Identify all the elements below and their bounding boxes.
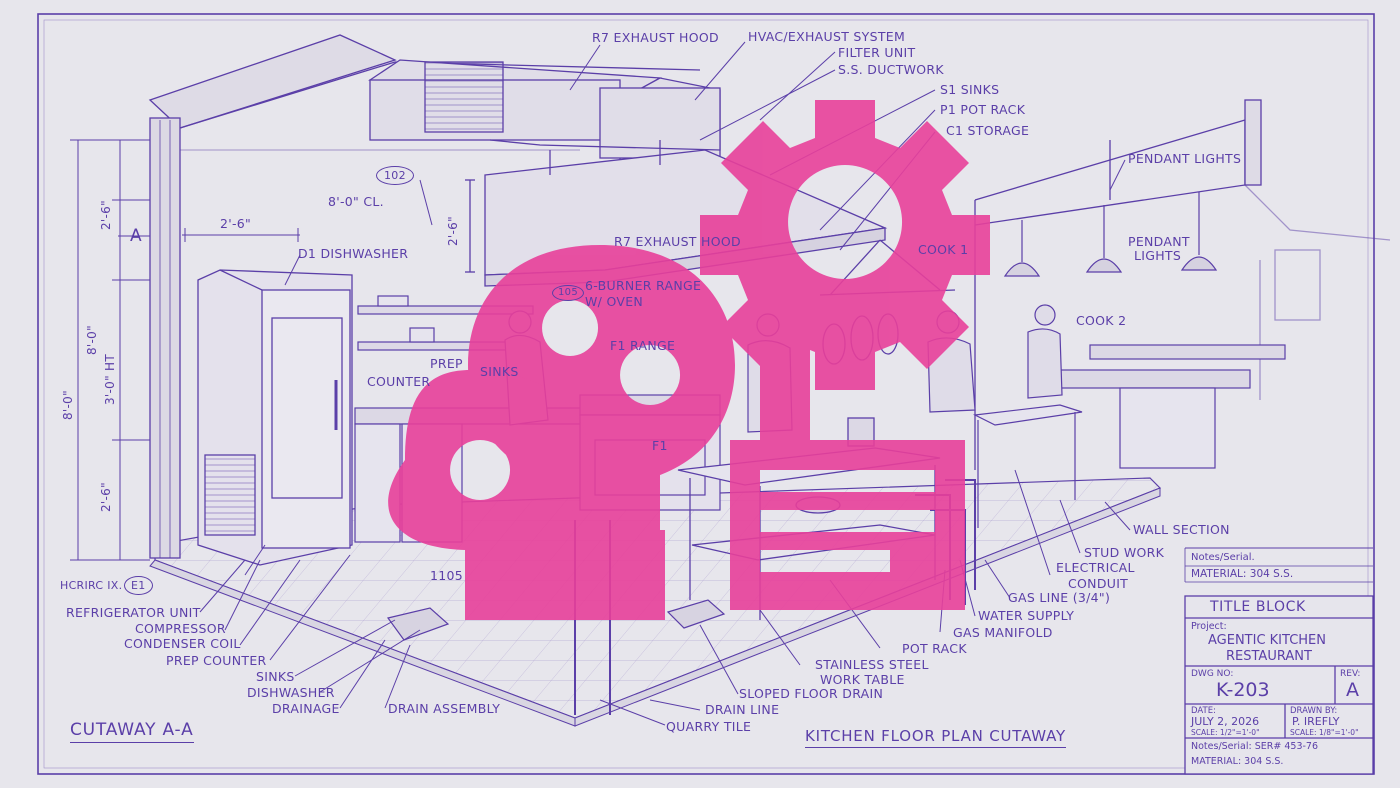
- label-cook-1: COOK 1: [918, 242, 969, 257]
- label-work-table: WORK TABLE: [820, 672, 905, 687]
- dim-left-total: 8'-0": [61, 390, 75, 420]
- label-f1: F1: [652, 438, 668, 453]
- label-conduit: CONDUIT: [1068, 576, 1129, 591]
- label-hvac-exhaust-system: HVAC/EXHAUST SYSTEM: [748, 29, 906, 44]
- label-pot-rack-bottom: POT RACK: [902, 641, 967, 656]
- label-gas-line: GAS LINE (3/4"): [1008, 590, 1111, 605]
- dwg-no-value: K-203: [1216, 679, 1270, 701]
- label-gas-manifold: GAS MANIFOLD: [953, 625, 1053, 640]
- label-hood-drop: 2'-6": [446, 216, 460, 246]
- label-ceiling-height: 8'-0" CL.: [328, 194, 384, 209]
- label-pendant: PENDANT: [1128, 234, 1190, 249]
- room-tag-102: 102: [376, 166, 414, 185]
- label-wall-section: WALL SECTION: [1133, 522, 1230, 537]
- label-drain-assembly: DRAIN ASSEMBLY: [388, 701, 501, 716]
- label-d1-dishwasher: D1 DISHWASHER: [298, 246, 409, 261]
- label-cook-2: COOK 2: [1076, 313, 1127, 328]
- label-s1-sinks: S1 SINKS: [940, 82, 1000, 97]
- dim-left-bottom: 2'-6": [99, 482, 113, 512]
- dim-left-mid: 8'-0": [85, 325, 99, 355]
- chat-bubble-icon: [388, 370, 590, 550]
- label-ss-ductwork: S.S. DUCTWORK: [838, 62, 944, 77]
- ref-tag-e1: E1: [124, 576, 153, 595]
- dim-left-ht: 3'-0" HT: [103, 354, 117, 405]
- scale-left: SCALE: 1/2"=1'-0": [1191, 728, 1260, 737]
- document-icon: [730, 340, 965, 610]
- drawn-by-label: DRAWN BY:: [1290, 706, 1338, 716]
- scale-right: SCALE: 1/8"=1'-0": [1290, 728, 1359, 737]
- label-counter: COUNTER: [367, 374, 431, 389]
- label-r7-exhaust-hood: R7 EXHAUST HOOD: [592, 30, 719, 45]
- title-block-frame: [1184, 547, 1374, 775]
- project-label: Project:: [1191, 621, 1227, 632]
- label-sloped-floor-drain: SLOPED FLOOR DRAIN: [739, 686, 884, 701]
- refrigerator-unit: [197, 269, 353, 566]
- label-condenser-coil: CONDENSER COIL: [124, 636, 241, 651]
- section-mark-a: A: [130, 226, 142, 246]
- wall-section-left: [148, 34, 701, 559]
- label-refrigerator-unit: REFRIGERATOR UNIT: [66, 605, 201, 620]
- label-sinks-left: SINKS: [256, 669, 295, 684]
- label-ref-tag-text: HCRIRC IX.: [60, 579, 123, 592]
- dwg-no-label: DWG NO:: [1191, 669, 1234, 679]
- floor-drains: [386, 599, 726, 641]
- pendant-lights: [1003, 192, 1218, 277]
- date-value: JULY 2, 2026: [1191, 715, 1260, 728]
- label-c1-storage: C1 STORAGE: [946, 123, 1030, 138]
- dimension-lines: [70, 139, 300, 561]
- label-stud-work: STUD WORK: [1084, 545, 1165, 560]
- rev-value: A: [1346, 679, 1359, 701]
- label-drainage: DRAINAGE: [272, 701, 340, 716]
- title-kitchen-floor-plan-cutaway: KITCHEN FLOOR PLAN CUTAWAY: [805, 729, 1066, 748]
- notes-serial-top: Notes/Serial.: [1191, 552, 1255, 563]
- label-r7-exhaust-hood-inner: R7 EXHAUST HOOD: [614, 234, 741, 249]
- title-block-heading: TITLE BLOCK: [1210, 599, 1306, 615]
- label-filter-unit: FILTER UNIT: [838, 45, 916, 60]
- right-prep-table: [972, 344, 1286, 528]
- dim-left-top: 2'-6": [99, 200, 113, 230]
- label-stainless-steel: STAINLESS STEEL: [815, 657, 929, 672]
- project-name-line1: AGENTIC KITCHEN: [1208, 633, 1326, 648]
- overlay-icons: [388, 100, 990, 620]
- label-p1-pot-rack: P1 POT RACK: [940, 102, 1026, 117]
- label-compressor: COMPRESSOR: [135, 621, 226, 636]
- label-with-oven: W/ OVEN: [585, 294, 644, 309]
- title-cutaway-a-a: CUTAWAY A-A: [70, 722, 194, 743]
- label-prep: PREP: [430, 356, 463, 371]
- material-top: MATERIAL: 304 S.S.: [1191, 568, 1294, 580]
- label-electrical: ELECTRICAL: [1056, 560, 1135, 575]
- label-shelf-width: 2'-6": [220, 216, 252, 231]
- label-f1-range: F1 RANGE: [610, 338, 676, 353]
- label-dishwasher-left: DISHWASHER: [247, 685, 335, 700]
- project-name-line2: RESTAURANT: [1226, 649, 1312, 664]
- date-label: DATE:: [1191, 706, 1216, 716]
- label-6-burner-range: 6-BURNER RANGE: [585, 278, 702, 293]
- range-tag-105: 105: [552, 285, 584, 301]
- sheet-border: [37, 13, 1375, 775]
- label-prep-counter: PREP COUNTER: [166, 653, 267, 668]
- label-water-supply: WATER SUPPLY: [978, 608, 1075, 623]
- hvac-ductwork: [368, 59, 721, 161]
- label-sinks-inner: SINKS: [480, 364, 519, 379]
- label-quarry-tile: QUARRY TILE: [666, 719, 752, 734]
- floor-tag-1105: 1105: [430, 568, 464, 583]
- label-drain-line: DRAIN LINE: [705, 702, 780, 717]
- notes-serial-bottom: Notes/Serial: SER# 453-76: [1191, 741, 1319, 752]
- label-pendant-lights-top: PENDANT LIGHTS: [1128, 151, 1242, 166]
- gear-icon: [700, 100, 990, 390]
- rev-label: REV:: [1340, 669, 1361, 679]
- drawn-by-value: P. IREFLY: [1292, 715, 1340, 728]
- material-bottom: MATERIAL: 304 S.S.: [1191, 756, 1284, 767]
- label-lights: LIGHTS: [1134, 248, 1182, 263]
